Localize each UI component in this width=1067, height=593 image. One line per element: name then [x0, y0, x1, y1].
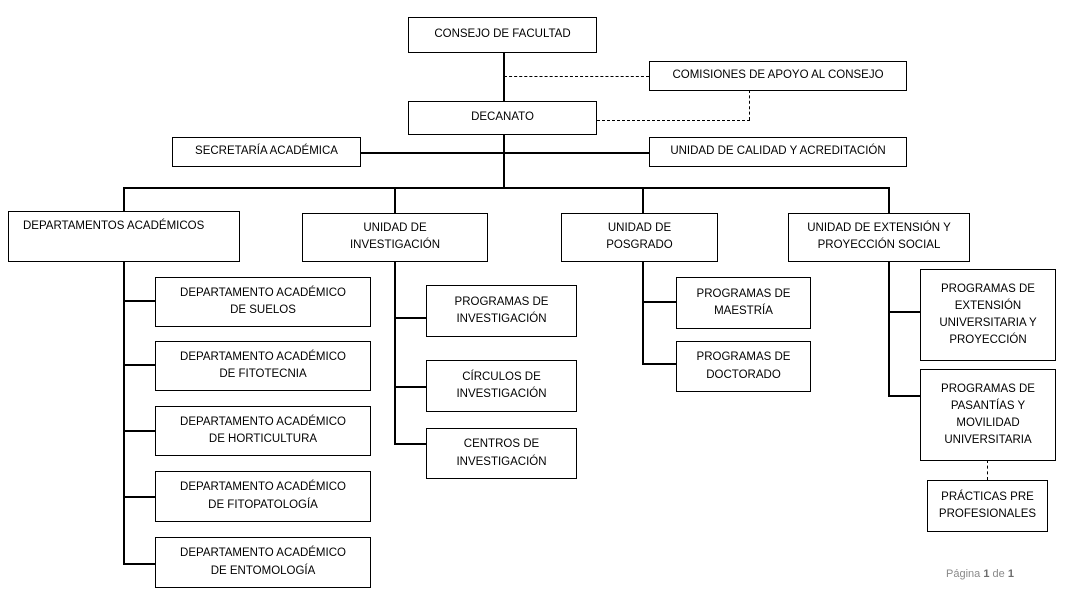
page-word: Página — [946, 568, 981, 580]
page-total: 1 — [1007, 568, 1014, 580]
connector — [503, 135, 505, 187]
circulos-investigacion-box: CÍRCULOS DE INVESTIGACIÓN — [426, 360, 577, 412]
page-number: 1 — [983, 568, 990, 580]
practicas-pre-profesionales-box: PRÁCTICAS PRE PROFESIONALES — [927, 480, 1048, 532]
connector — [123, 262, 125, 564]
dept-fitotecnia-box: DEPARTAMENTO ACADÉMICO DE FITOTECNIA — [155, 341, 371, 391]
unidad-calidad-box: UNIDAD DE CALIDAD Y ACREDITACIÓN — [649, 137, 907, 167]
of-word: de — [992, 568, 1005, 580]
connector — [394, 187, 396, 213]
dept-suelos-box: DEPARTAMENTO ACADÉMICO DE SUELOS — [155, 277, 371, 327]
dashed-connector — [987, 460, 988, 480]
dept-entomologia-box: DEPARTAMENTO ACADÉMICO DE ENTOMOLOGÍA — [155, 537, 371, 588]
connector — [394, 443, 426, 445]
connector — [642, 301, 676, 303]
decanato-box: DECANATO — [408, 101, 597, 135]
connector — [394, 386, 426, 388]
consejo-de-facultad-box: CONSEJO DE FACULTAD — [408, 17, 597, 53]
departamentos-academicos-box: DEPARTAMENTOS ACADÉMICOS — [8, 211, 240, 262]
comisiones-de-apoyo-box: COMISIONES DE APOYO AL CONSEJO — [649, 61, 907, 91]
connector — [642, 363, 676, 365]
programas-pasantias-box: PROGRAMAS DE PASANTÍAS Y MOVILIDAD UNIVE… — [920, 369, 1056, 461]
connector — [394, 262, 396, 444]
secretaria-academica-box: SECRETARÍA ACADÉMICA — [172, 137, 361, 167]
connector — [642, 262, 644, 364]
connector — [123, 187, 125, 211]
programas-doctorado-box: PROGRAMAS DE DOCTORADO — [676, 341, 811, 392]
dept-horticultura-box: DEPARTAMENTO ACADÉMICO DE HORTICULTURA — [155, 406, 371, 456]
connector — [394, 317, 426, 319]
programas-maestria-box: PROGRAMAS DE MAESTRÍA — [676, 277, 811, 329]
connector — [123, 187, 889, 189]
dashed-connector — [597, 120, 750, 121]
dept-fitopatologia-box: DEPARTAMENTO ACADÉMICO DE FITOPATOLOGÍA — [155, 471, 371, 522]
connector — [888, 311, 920, 313]
programas-investigacion-box: PROGRAMAS DE INVESTIGACIÓN — [426, 285, 577, 337]
connector — [503, 53, 505, 101]
centros-investigacion-box: CENTROS DE INVESTIGACIÓN — [426, 428, 577, 479]
programas-extension-box: PROGRAMAS DE EXTENSIÓN UNIVERSITARIA Y P… — [920, 269, 1056, 361]
dashed-connector — [504, 76, 649, 77]
dashed-connector — [749, 90, 750, 120]
page-footer: Página 1 de 1 — [946, 568, 1014, 580]
connector — [123, 563, 155, 565]
unidad-posgrado-box: UNIDAD DE POSGRADO — [561, 213, 718, 262]
connector — [123, 496, 155, 498]
connector — [642, 187, 644, 213]
connector — [361, 152, 649, 154]
connector — [888, 262, 890, 396]
connector — [123, 300, 155, 302]
unidad-extension-box: UNIDAD DE EXTENSIÓN Y PROYECCIÓN SOCIAL — [788, 213, 970, 262]
connector — [888, 395, 920, 397]
unidad-investigacion-box: UNIDAD DE INVESTIGACIÓN — [302, 213, 488, 262]
connector — [123, 364, 155, 366]
connector — [123, 430, 155, 432]
connector — [888, 187, 890, 213]
